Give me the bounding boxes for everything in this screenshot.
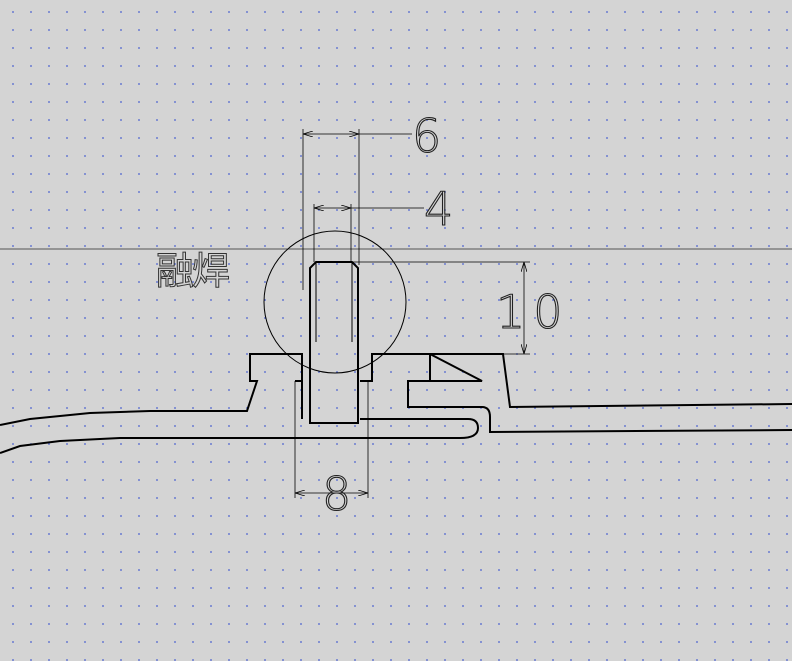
- part-upper-contour: [0, 353, 303, 426]
- dim-text-10: 10: [496, 285, 571, 339]
- part-lower-contour: [0, 418, 480, 454]
- weld-detail-circle: [263, 230, 407, 374]
- dim-text-8: 8: [322, 467, 351, 521]
- part-right-section: [360, 353, 792, 434]
- boss-rib: [309, 261, 359, 424]
- dim-text-6: 6: [412, 109, 441, 163]
- dim-text-4: 4: [424, 182, 453, 236]
- part-right-upper: [430, 353, 792, 409]
- weld-label: 融焊: [155, 249, 230, 293]
